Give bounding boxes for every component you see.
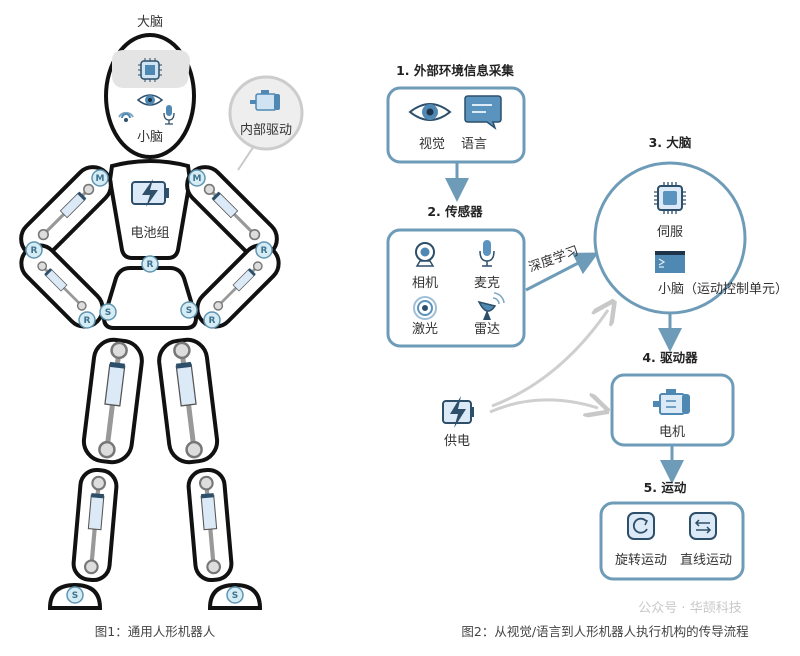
radar-dish-icon xyxy=(477,292,505,320)
joint-rotary: R xyxy=(25,241,43,259)
rotary-motion-label: 旋转运动 xyxy=(615,553,667,568)
motor-label: 电机 xyxy=(659,425,685,440)
watermark: 公众号 · 华颉科技 xyxy=(638,601,741,616)
chip-icon xyxy=(654,182,686,214)
svg-text:S: S xyxy=(232,591,238,601)
step3-brain-circle xyxy=(593,161,747,315)
figure1-humanoid-robot: 大脑 小脑 内部驱动 xyxy=(19,15,304,639)
joint-rotary: R xyxy=(141,255,159,273)
joint-motor: M xyxy=(188,169,206,187)
internal-drive-label: 内部驱动 xyxy=(240,122,292,138)
sensor-lidar-label: 激光 xyxy=(412,322,438,337)
svg-text:R: R xyxy=(84,316,91,326)
svg-text:M: M xyxy=(96,174,105,184)
deep-learning-label: 深度学习 xyxy=(526,243,580,276)
right-shin xyxy=(186,467,234,583)
figure2-caption: 图2：从视觉/语言到人形机器人执行机构的传导流程 xyxy=(461,624,749,639)
step5-title: 5. 运动 xyxy=(644,480,687,495)
figure1-caption: 图1：通用人形机器人 xyxy=(95,624,216,639)
left-shin xyxy=(71,467,119,583)
sensor-radar-label: 雷达 xyxy=(474,322,500,337)
battery-icon xyxy=(442,396,474,428)
step1-box xyxy=(386,86,526,164)
svg-text:R: R xyxy=(147,260,154,270)
left-thigh xyxy=(81,337,144,465)
cerebellum-motion-control-label: 小脑（运动控制单元） xyxy=(658,282,788,297)
cerebellum-label: 小脑 xyxy=(137,130,163,145)
sensor-camera-label: 相机 xyxy=(412,276,438,291)
joint-rotary: R xyxy=(78,311,96,329)
internal-drive-callout xyxy=(228,75,304,151)
motor-icon xyxy=(653,389,690,415)
servo-label: 伺服 xyxy=(657,225,683,240)
arrow-power-to-driver xyxy=(489,400,598,412)
arrow-power-to-brain xyxy=(491,310,608,408)
lidar-icon xyxy=(118,111,134,122)
joint-spherical: S xyxy=(180,301,198,319)
battery-pack-label: 电池组 xyxy=(130,226,169,241)
chip-icon xyxy=(138,58,162,82)
step2-title: 2. 传感器 xyxy=(427,204,483,219)
lidar-icon xyxy=(413,296,437,320)
battery-icon xyxy=(131,179,169,207)
step1-title: 1. 外部环境信息采集 xyxy=(396,63,514,78)
joint-rotary: R xyxy=(203,311,221,329)
svg-text:M: M xyxy=(193,174,202,184)
step2-box xyxy=(386,228,526,348)
svg-text:R: R xyxy=(209,316,216,326)
input-language-label: 语言 xyxy=(461,137,487,152)
microphone-icon xyxy=(163,105,175,125)
figure2-flow: 1. 外部环境信息采集 视觉 语言 2. 传感器 相机 麦克 xyxy=(386,63,788,639)
eye-icon xyxy=(136,94,164,106)
microphone-icon xyxy=(479,240,495,267)
joint-spherical: S xyxy=(99,303,117,321)
brain-label: 大脑 xyxy=(137,15,163,30)
svg-text:S: S xyxy=(72,591,78,601)
sensor-microphone-label: 麦克 xyxy=(474,276,500,291)
right-thigh xyxy=(157,337,220,465)
linear-motion-icon xyxy=(689,512,717,540)
joint-rotary: R xyxy=(255,241,273,259)
motor-icon xyxy=(250,90,280,111)
eye-icon xyxy=(408,103,452,121)
svg-text:R: R xyxy=(261,246,268,256)
svg-text:R: R xyxy=(31,246,38,256)
callout-line xyxy=(237,145,255,171)
robot-torso xyxy=(107,159,193,260)
svg-text:S: S xyxy=(186,306,192,316)
terminal-icon xyxy=(655,251,685,273)
power-supply-label: 供电 xyxy=(444,434,470,449)
joint-motor: M xyxy=(91,169,109,187)
joint-spherical: S xyxy=(226,586,244,604)
linear-motion-label: 直线运动 xyxy=(680,553,732,568)
robot-pelvis xyxy=(101,266,199,330)
right-forearm xyxy=(195,243,281,329)
arrow-step2-to-step3 xyxy=(525,252,599,292)
joint-spherical: S xyxy=(66,586,84,604)
step3-title: 3. 大脑 xyxy=(649,135,692,150)
rotate-icon xyxy=(627,512,655,540)
svg-text:S: S xyxy=(105,308,111,318)
camera-icon xyxy=(415,242,435,267)
speech-bubble-icon xyxy=(464,95,502,131)
input-vision-label: 视觉 xyxy=(419,137,445,152)
step4-title: 4. 驱动器 xyxy=(642,350,698,365)
